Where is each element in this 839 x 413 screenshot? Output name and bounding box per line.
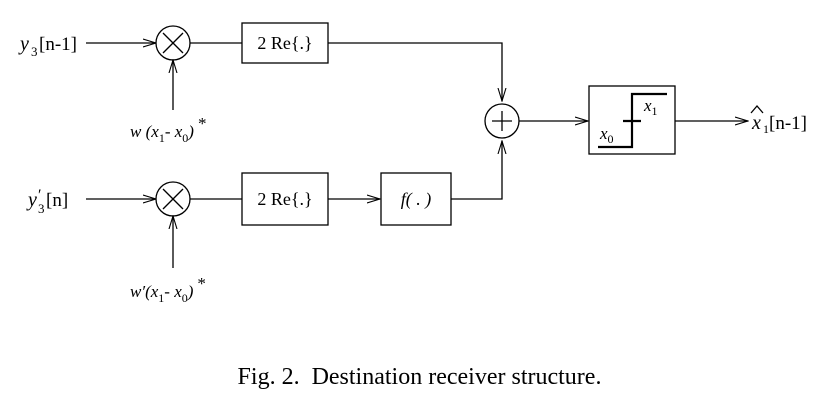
arrow-f-to-adder	[451, 141, 502, 200]
re-block-bottom: 2 Re{.}	[241, 172, 329, 226]
input-bottom-prime: ′	[37, 187, 41, 204]
input-label-top: y 3 [n-1]	[18, 33, 77, 59]
weight-label-top: w (x1- x0)*	[130, 114, 206, 145]
figure-caption: Fig. 2. Destination receiver structure.	[0, 364, 839, 391]
re-block-bottom-label: 2 Re{.}	[257, 189, 312, 209]
input-bottom-subscript: 3	[38, 201, 45, 216]
decision-device: x0 x1	[588, 85, 676, 155]
re-block-top: 2 Re{.}	[241, 22, 329, 64]
input-top-subscript: 3	[31, 44, 38, 59]
arrow-re-top-to-adder	[328, 42, 502, 101]
f-block-box	[380, 172, 452, 226]
caption-prefix: Fig. 2.	[237, 364, 300, 390]
output-subscript: 1	[763, 122, 769, 136]
f-block-label: f( . )	[401, 189, 432, 210]
f-block: f( . )	[380, 172, 452, 226]
decision-low-label: x0	[599, 124, 614, 146]
weight-top-text: w (x1- x0)*	[130, 114, 206, 145]
input-bottom-symbol: y	[26, 189, 37, 211]
output-label: x 1 [n-1]	[750, 105, 807, 136]
re-block-top-label: 2 Re{.}	[257, 33, 312, 53]
adder	[484, 103, 520, 139]
weight-label-bottom: w′(x1- x0)*	[130, 274, 206, 305]
output-index: [n-1]	[769, 113, 807, 134]
input-top-index: [n-1]	[39, 34, 77, 55]
multiply-icon-stroke	[162, 32, 184, 54]
input-bottom-index: [n]	[46, 190, 68, 211]
hat-icon	[750, 105, 764, 114]
weight-bottom-text: w′(x1- x0)*	[130, 274, 206, 305]
decision-high-label: x1	[643, 96, 658, 118]
re-block-top-box	[241, 22, 329, 64]
multiplier-bottom	[155, 181, 191, 217]
multiplier-top	[155, 25, 191, 61]
input-top-symbol: y	[18, 33, 29, 55]
input-label-bottom: y ′ 3 [n]	[26, 187, 68, 216]
caption-text: Destination receiver structure.	[311, 364, 602, 390]
re-block-bottom-box	[241, 172, 329, 226]
output-symbol: x	[751, 112, 761, 134]
multiply-icon-stroke	[162, 188, 184, 210]
